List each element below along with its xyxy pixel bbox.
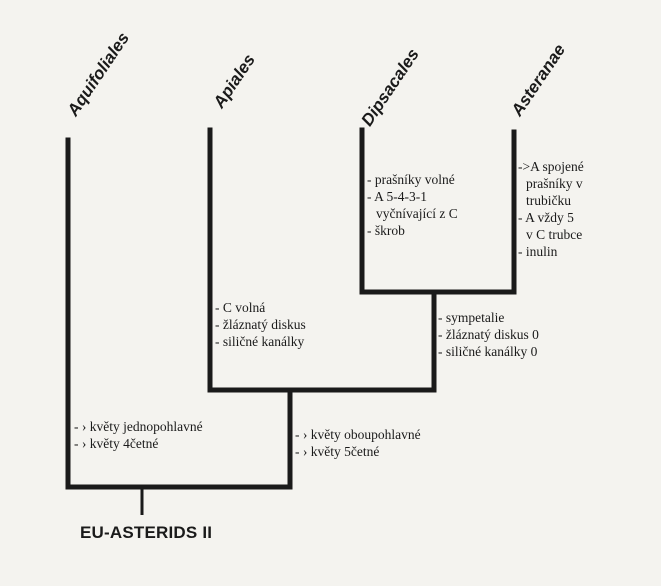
notes-apiales: - C volná - žláznatý diskus - siličné ka…	[215, 299, 306, 350]
note-line: - › květy jednopohlavné	[74, 419, 203, 434]
note-line: - prašníky volné	[367, 172, 455, 187]
notes-dipsacales-asteranae: - sympetalie - žláznatý diskus 0 - silič…	[438, 309, 539, 360]
notes-dipsacales: - prašníky volné - A 5-4-3-1 vyčnívající…	[367, 171, 458, 239]
note-line: - › květy 4četné	[74, 436, 159, 451]
note-line: - žláznatý diskus	[215, 317, 306, 332]
notes-apiales-rest: - › květy oboupohlavné - › květy 5četné	[295, 426, 421, 460]
note-line: - siličné kanálky	[215, 334, 305, 349]
note-line: v C trubce	[526, 227, 583, 242]
note-line: - A vždy 5	[518, 210, 574, 225]
root-label: EU-ASTERIDS II	[80, 523, 213, 542]
note-line: - žláznatý diskus 0	[438, 327, 539, 342]
note-line: - sympetalie	[438, 310, 505, 325]
note-line: ->A spojené	[518, 159, 584, 174]
notes-asteranae: ->A spojené prašníky v trubičku - A vždy…	[518, 158, 584, 260]
note-line: - C volná	[215, 300, 266, 315]
note-line: - siličné kanálky 0	[438, 344, 538, 359]
note-line: - inulin	[518, 244, 558, 259]
note-line: - škrob	[367, 223, 405, 238]
note-line: - › květy 5četné	[295, 444, 380, 459]
note-line: trubičku	[526, 193, 571, 208]
note-line: prašníky v	[526, 176, 583, 191]
note-line: - › květy oboupohlavné	[295, 427, 421, 442]
notes-aquifoliales: - › květy jednopohlavné - › květy 4četné	[74, 418, 203, 452]
note-line: - A 5-4-3-1	[367, 189, 427, 204]
note-line: vyčnívající z C	[376, 206, 458, 221]
